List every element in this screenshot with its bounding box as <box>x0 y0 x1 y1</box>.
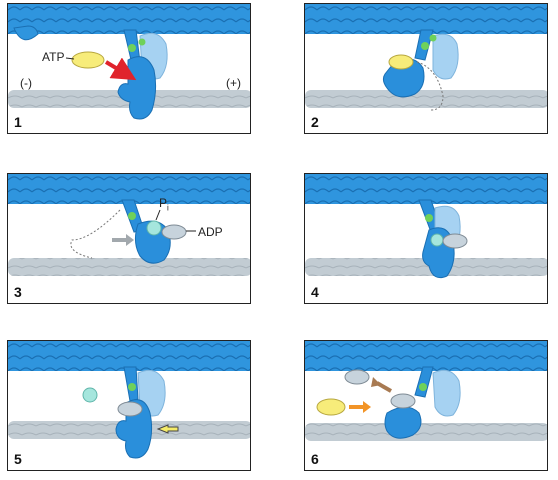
panel-4-illustration <box>305 174 547 279</box>
panel-1-illustration <box>8 4 250 120</box>
step-number: 6 <box>311 451 319 467</box>
panel-3-illustration <box>8 174 250 276</box>
adp-molecule-released <box>344 369 370 385</box>
step-number: 4 <box>311 284 319 300</box>
pi-label-leader <box>155 209 161 221</box>
atp-molecule <box>71 51 105 69</box>
thick-filament <box>305 4 547 34</box>
thick-filament <box>8 341 250 371</box>
light-chain <box>425 214 433 222</box>
myosin-lever-arm <box>414 366 434 398</box>
myosin-head <box>115 399 153 459</box>
panel-2-illustration <box>305 4 547 111</box>
light-chain <box>429 34 437 42</box>
binding-arrow <box>104 57 137 81</box>
adp-label: ADP <box>198 225 223 239</box>
thick-filament <box>8 4 250 34</box>
pi-molecule-released <box>82 387 98 403</box>
movement-arrowhead <box>126 234 134 246</box>
panel-5: 5 <box>7 340 251 471</box>
actin-filament <box>8 258 250 276</box>
power-stroke-arrow <box>156 424 179 434</box>
myosin-partner-head <box>432 369 461 417</box>
light-chain <box>138 38 146 46</box>
actin-filament <box>305 90 547 108</box>
atp-molecule-incoming <box>316 398 346 416</box>
light-chain <box>128 44 136 52</box>
adp-molecule-bound <box>390 393 416 409</box>
step-number: 1 <box>14 114 22 130</box>
myosin-head <box>117 56 157 120</box>
atp-label: ATP <box>42 50 65 64</box>
atp-binding-arrowhead <box>363 401 371 413</box>
actin-filament <box>305 258 547 276</box>
pi-label-main: P <box>159 196 168 210</box>
light-chain <box>419 383 427 391</box>
panel-6-illustration <box>305 341 547 441</box>
thick-filament <box>305 341 547 371</box>
step-number: 2 <box>311 114 319 130</box>
step-number: 5 <box>14 451 22 467</box>
adp-molecule <box>161 224 187 240</box>
pi-molecule <box>146 220 162 236</box>
panel-3: Pi ADP 3 <box>7 173 251 304</box>
panel-6: 6 <box>304 340 548 471</box>
minus-end-label: (-) <box>20 76 32 90</box>
myosin-head-detached <box>382 58 425 98</box>
panel-2: 2 <box>304 3 548 134</box>
adp-molecule <box>442 233 468 249</box>
pi-label-sub: i <box>167 203 169 213</box>
step-number: 3 <box>14 284 22 300</box>
myosin-partner-head <box>432 33 459 80</box>
panel-4: 4 <box>304 173 548 304</box>
pi-label: Pi <box>159 196 169 212</box>
adp-molecule <box>117 401 143 417</box>
atp-molecule <box>388 54 414 70</box>
panel-1: ATP (-) (+) 1 <box>7 3 251 134</box>
actin-filament <box>305 423 547 441</box>
light-chain <box>128 212 136 220</box>
thick-filament <box>305 174 547 204</box>
panel-5-illustration <box>8 341 250 459</box>
plus-end-label: (+) <box>226 76 241 90</box>
myosin-head <box>384 406 422 439</box>
thick-filament <box>8 174 250 204</box>
light-chain <box>421 42 429 50</box>
adp-release-arrowhead <box>371 377 381 387</box>
previous-position-outline <box>70 209 121 259</box>
light-chain <box>128 383 136 391</box>
previous-position-outline <box>416 61 444 111</box>
pi-molecule <box>430 233 444 247</box>
atp-label-leader <box>65 57 75 60</box>
thick-filament-lobe <box>13 25 39 41</box>
